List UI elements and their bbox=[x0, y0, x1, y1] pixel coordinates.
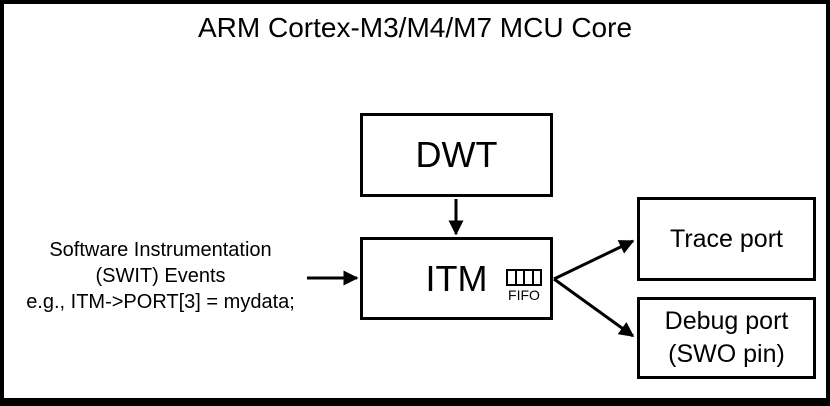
arrow-itm-to-debug-port bbox=[553, 277, 635, 338]
debug-port-label-line1: Debug port bbox=[664, 307, 789, 335]
dwt-block: DWT bbox=[360, 113, 553, 197]
swit-events-annotation: Software Instrumentation (SWIT) Events e… bbox=[18, 237, 303, 315]
fifo-cell bbox=[508, 271, 517, 284]
trace-port-block: Trace port bbox=[637, 197, 816, 281]
fifo-indicator: FIFO bbox=[503, 269, 545, 304]
debug-port-block: Debug port (SWO pin) bbox=[637, 297, 816, 379]
swit-annotation-line1: Software Instrumentation bbox=[49, 239, 272, 261]
swit-annotation-line3: e.g., ITM->PORT[3] = mydata; bbox=[26, 291, 295, 313]
fifo-cell bbox=[534, 271, 541, 284]
dwt-label: DWT bbox=[415, 134, 498, 175]
arrow-itm-to-trace-port bbox=[553, 239, 635, 281]
diagram-title: ARM Cortex-M3/M4/M7 MCU Core bbox=[197, 12, 633, 43]
swit-annotation-line2: (SWIT) Events bbox=[95, 265, 226, 287]
debug-port-label-line2: (SWO pin) bbox=[668, 340, 785, 368]
fifo-label: FIFO bbox=[508, 287, 540, 303]
fifo-cell bbox=[517, 271, 525, 284]
debug-port-label: Debug port (SWO pin) bbox=[665, 305, 789, 371]
itm-block: ITM FIFO bbox=[360, 237, 553, 320]
itm-label: ITM bbox=[425, 257, 488, 299]
fifo-cell bbox=[525, 271, 534, 284]
fifo-icon bbox=[506, 269, 542, 286]
trace-port-label: Trace port bbox=[669, 224, 783, 253]
